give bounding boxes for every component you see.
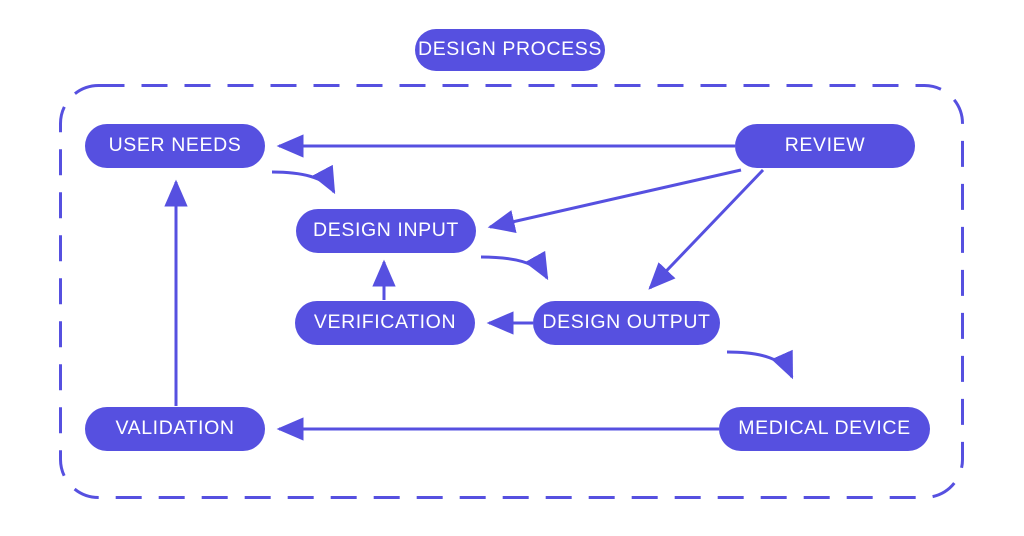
edge-review-to-design-input — [487, 168, 742, 233]
edge-design-output-to-medical-device — [726, 349, 794, 380]
edge-user-needs-to-design-input — [271, 164, 336, 195]
node-review[interactable]: REVIEW — [735, 124, 915, 168]
edge-review-to-design-output — [648, 168, 765, 290]
design-process-boundary — [59, 84, 964, 499]
node-design-process[interactable]: DESIGN PROCESS — [415, 29, 605, 71]
node-user-needs-label: USER NEEDS — [108, 133, 242, 156]
node-design-output-label: DESIGN OUTPUT — [542, 310, 711, 333]
node-user-needs[interactable]: USER NEEDS — [85, 124, 265, 168]
node-design-process-label: DESIGN PROCESS — [418, 37, 602, 60]
node-medical-device[interactable]: MEDICAL DEVICE — [719, 407, 930, 451]
edge-design-input-to-design-output — [480, 250, 549, 281]
node-review-label: REVIEW — [784, 133, 866, 156]
node-verification-label: VERIFICATION — [313, 310, 457, 333]
node-validation[interactable]: VALIDATION — [85, 407, 265, 451]
node-verification[interactable]: VERIFICATION — [295, 301, 475, 345]
node-design-input-label: DESIGN INPUT — [313, 218, 459, 241]
node-medical-device-label: MEDICAL DEVICE — [738, 416, 911, 439]
node-design-output[interactable]: DESIGN OUTPUT — [533, 301, 720, 345]
node-validation-label: VALIDATION — [115, 416, 235, 439]
node-design-input[interactable]: DESIGN INPUT — [296, 209, 476, 253]
